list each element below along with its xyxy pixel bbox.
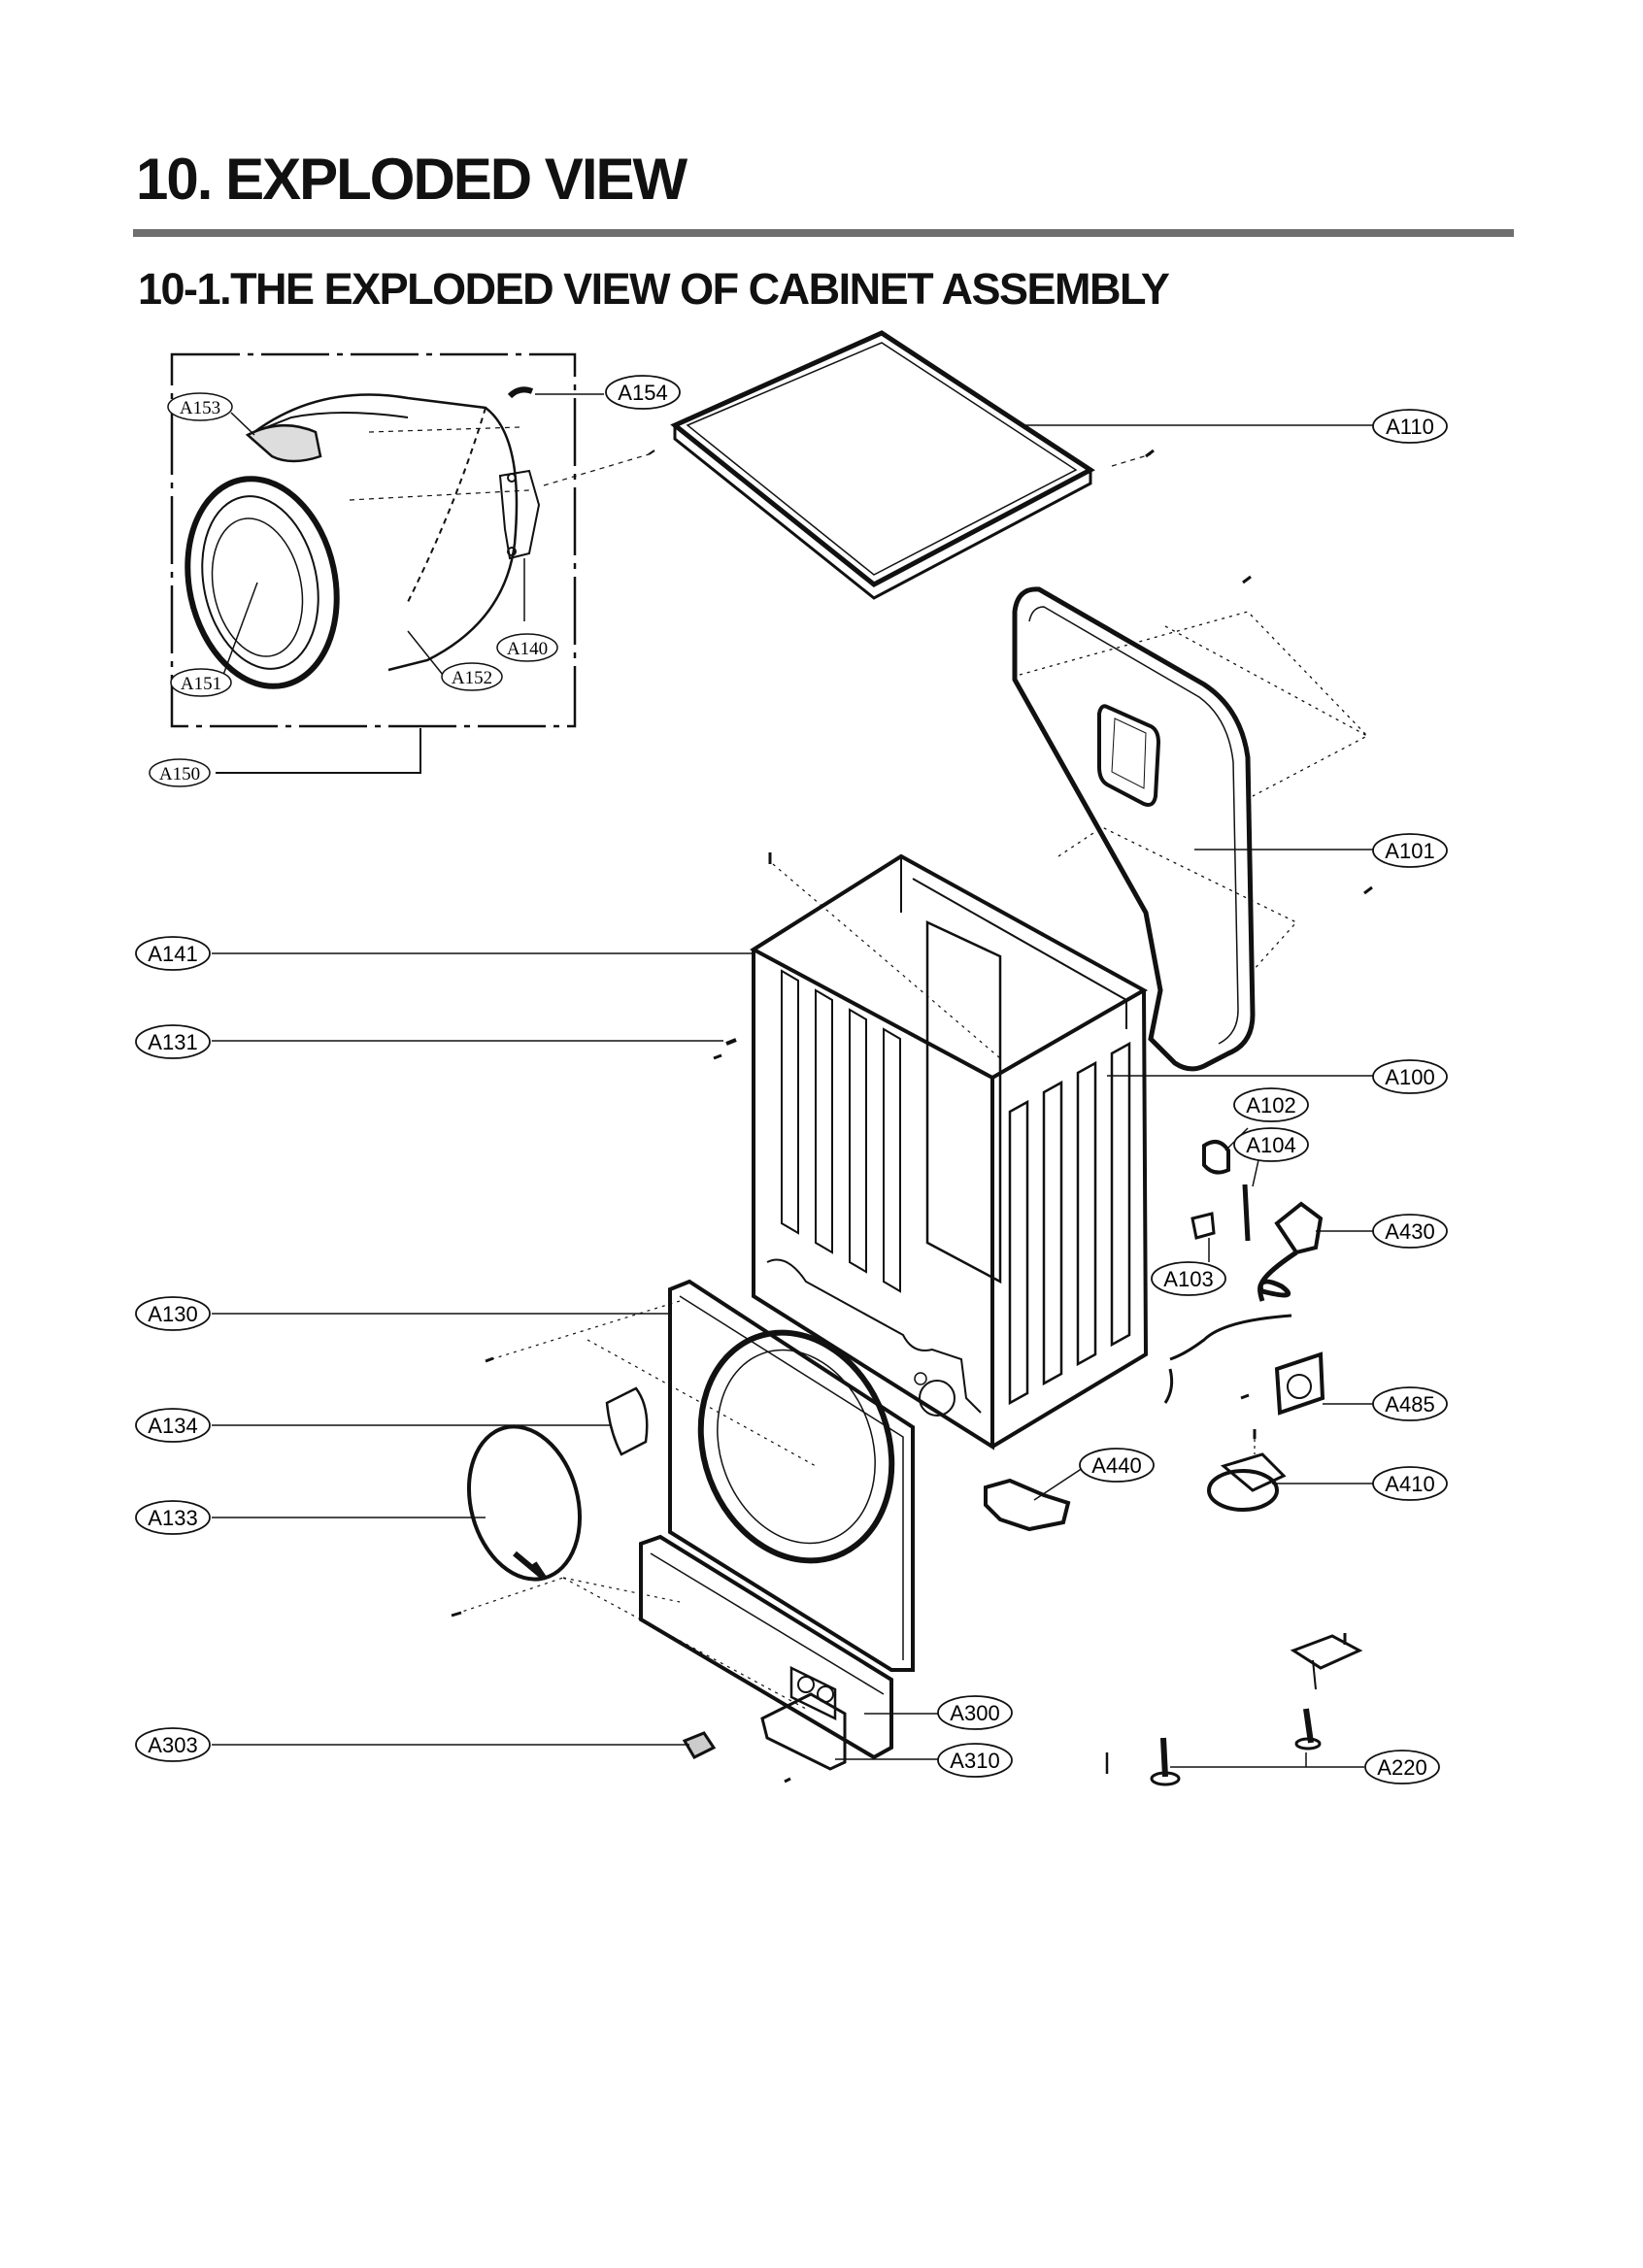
svg-text:A140: A140 [507, 639, 548, 659]
cabinet-body [212, 852, 1377, 1451]
svg-text:A134: A134 [148, 1414, 197, 1438]
callout-A130: A130 [135, 1296, 211, 1331]
callout-A220: A220 [1364, 1750, 1440, 1784]
svg-text:A150: A150 [159, 764, 200, 784]
callout-A440: A440 [1079, 1448, 1155, 1483]
svg-text:A310: A310 [950, 1749, 999, 1773]
callout-A430: A430 [1372, 1214, 1448, 1249]
svg-text:A141: A141 [148, 942, 197, 966]
svg-text:A101: A101 [1385, 839, 1434, 863]
electrical-parts [984, 1127, 1377, 1532]
page-title: 10. EXPLODED VIEW [136, 147, 687, 212]
title-divider [133, 229, 1514, 237]
svg-text:A102: A102 [1246, 1093, 1295, 1117]
svg-text:A303: A303 [148, 1733, 197, 1757]
svg-text:A300: A300 [950, 1701, 999, 1725]
callout-A485: A485 [1372, 1386, 1448, 1421]
callout-A410: A410 [1372, 1466, 1448, 1501]
callout-A101: A101 [1372, 833, 1448, 868]
svg-text:A100: A100 [1385, 1065, 1434, 1089]
callout-A153: A153 [167, 392, 233, 421]
svg-text:A153: A153 [180, 398, 220, 418]
callout-A102: A102 [1233, 1087, 1309, 1122]
callout-A152: A152 [441, 662, 503, 691]
svg-text:A154: A154 [618, 381, 667, 405]
leveling-feet [1105, 1633, 1364, 1786]
svg-text:A130: A130 [148, 1302, 197, 1326]
callout-A140: A140 [496, 633, 558, 662]
svg-text:A485: A485 [1385, 1392, 1434, 1417]
callout-A150: A150 [149, 758, 211, 787]
svg-text:A220: A220 [1377, 1755, 1426, 1780]
svg-text:A430: A430 [1385, 1219, 1434, 1244]
svg-text:A110: A110 [1386, 415, 1434, 439]
back-panel [1012, 575, 1377, 1072]
callout-A133: A133 [135, 1500, 211, 1535]
callout-A103: A103 [1151, 1261, 1226, 1296]
svg-text:A133: A133 [148, 1506, 197, 1530]
door-assembly-inset [170, 352, 655, 774]
top-plate [670, 330, 1377, 600]
callout-A131: A131 [135, 1024, 211, 1059]
svg-text:A440: A440 [1091, 1453, 1141, 1478]
control-panel [212, 1534, 944, 1784]
svg-text:A152: A152 [452, 668, 492, 688]
callout-A303: A303 [135, 1727, 211, 1762]
svg-text:A151: A151 [181, 674, 221, 694]
callout-A154: A154 [605, 375, 681, 410]
svg-text:A410: A410 [1385, 1472, 1434, 1496]
callout-A151: A151 [170, 668, 232, 697]
callout-A300: A300 [937, 1695, 1013, 1730]
callout-A110: A110 [1372, 409, 1448, 444]
svg-text:A131: A131 [148, 1030, 197, 1054]
svg-text:A103: A103 [1163, 1267, 1213, 1291]
callout-A134: A134 [135, 1408, 211, 1443]
callout-A104: A104 [1233, 1127, 1309, 1162]
svg-text:A104: A104 [1246, 1133, 1295, 1157]
callout-A141: A141 [135, 936, 211, 971]
front-panel [212, 1279, 915, 1672]
callout-A310: A310 [937, 1743, 1013, 1778]
door-parts [212, 1386, 649, 1582]
section-title: 10-1.THE EXPLODED VIEW OF CABINET ASSEMB… [138, 264, 1170, 314]
callout-A100: A100 [1372, 1059, 1448, 1094]
